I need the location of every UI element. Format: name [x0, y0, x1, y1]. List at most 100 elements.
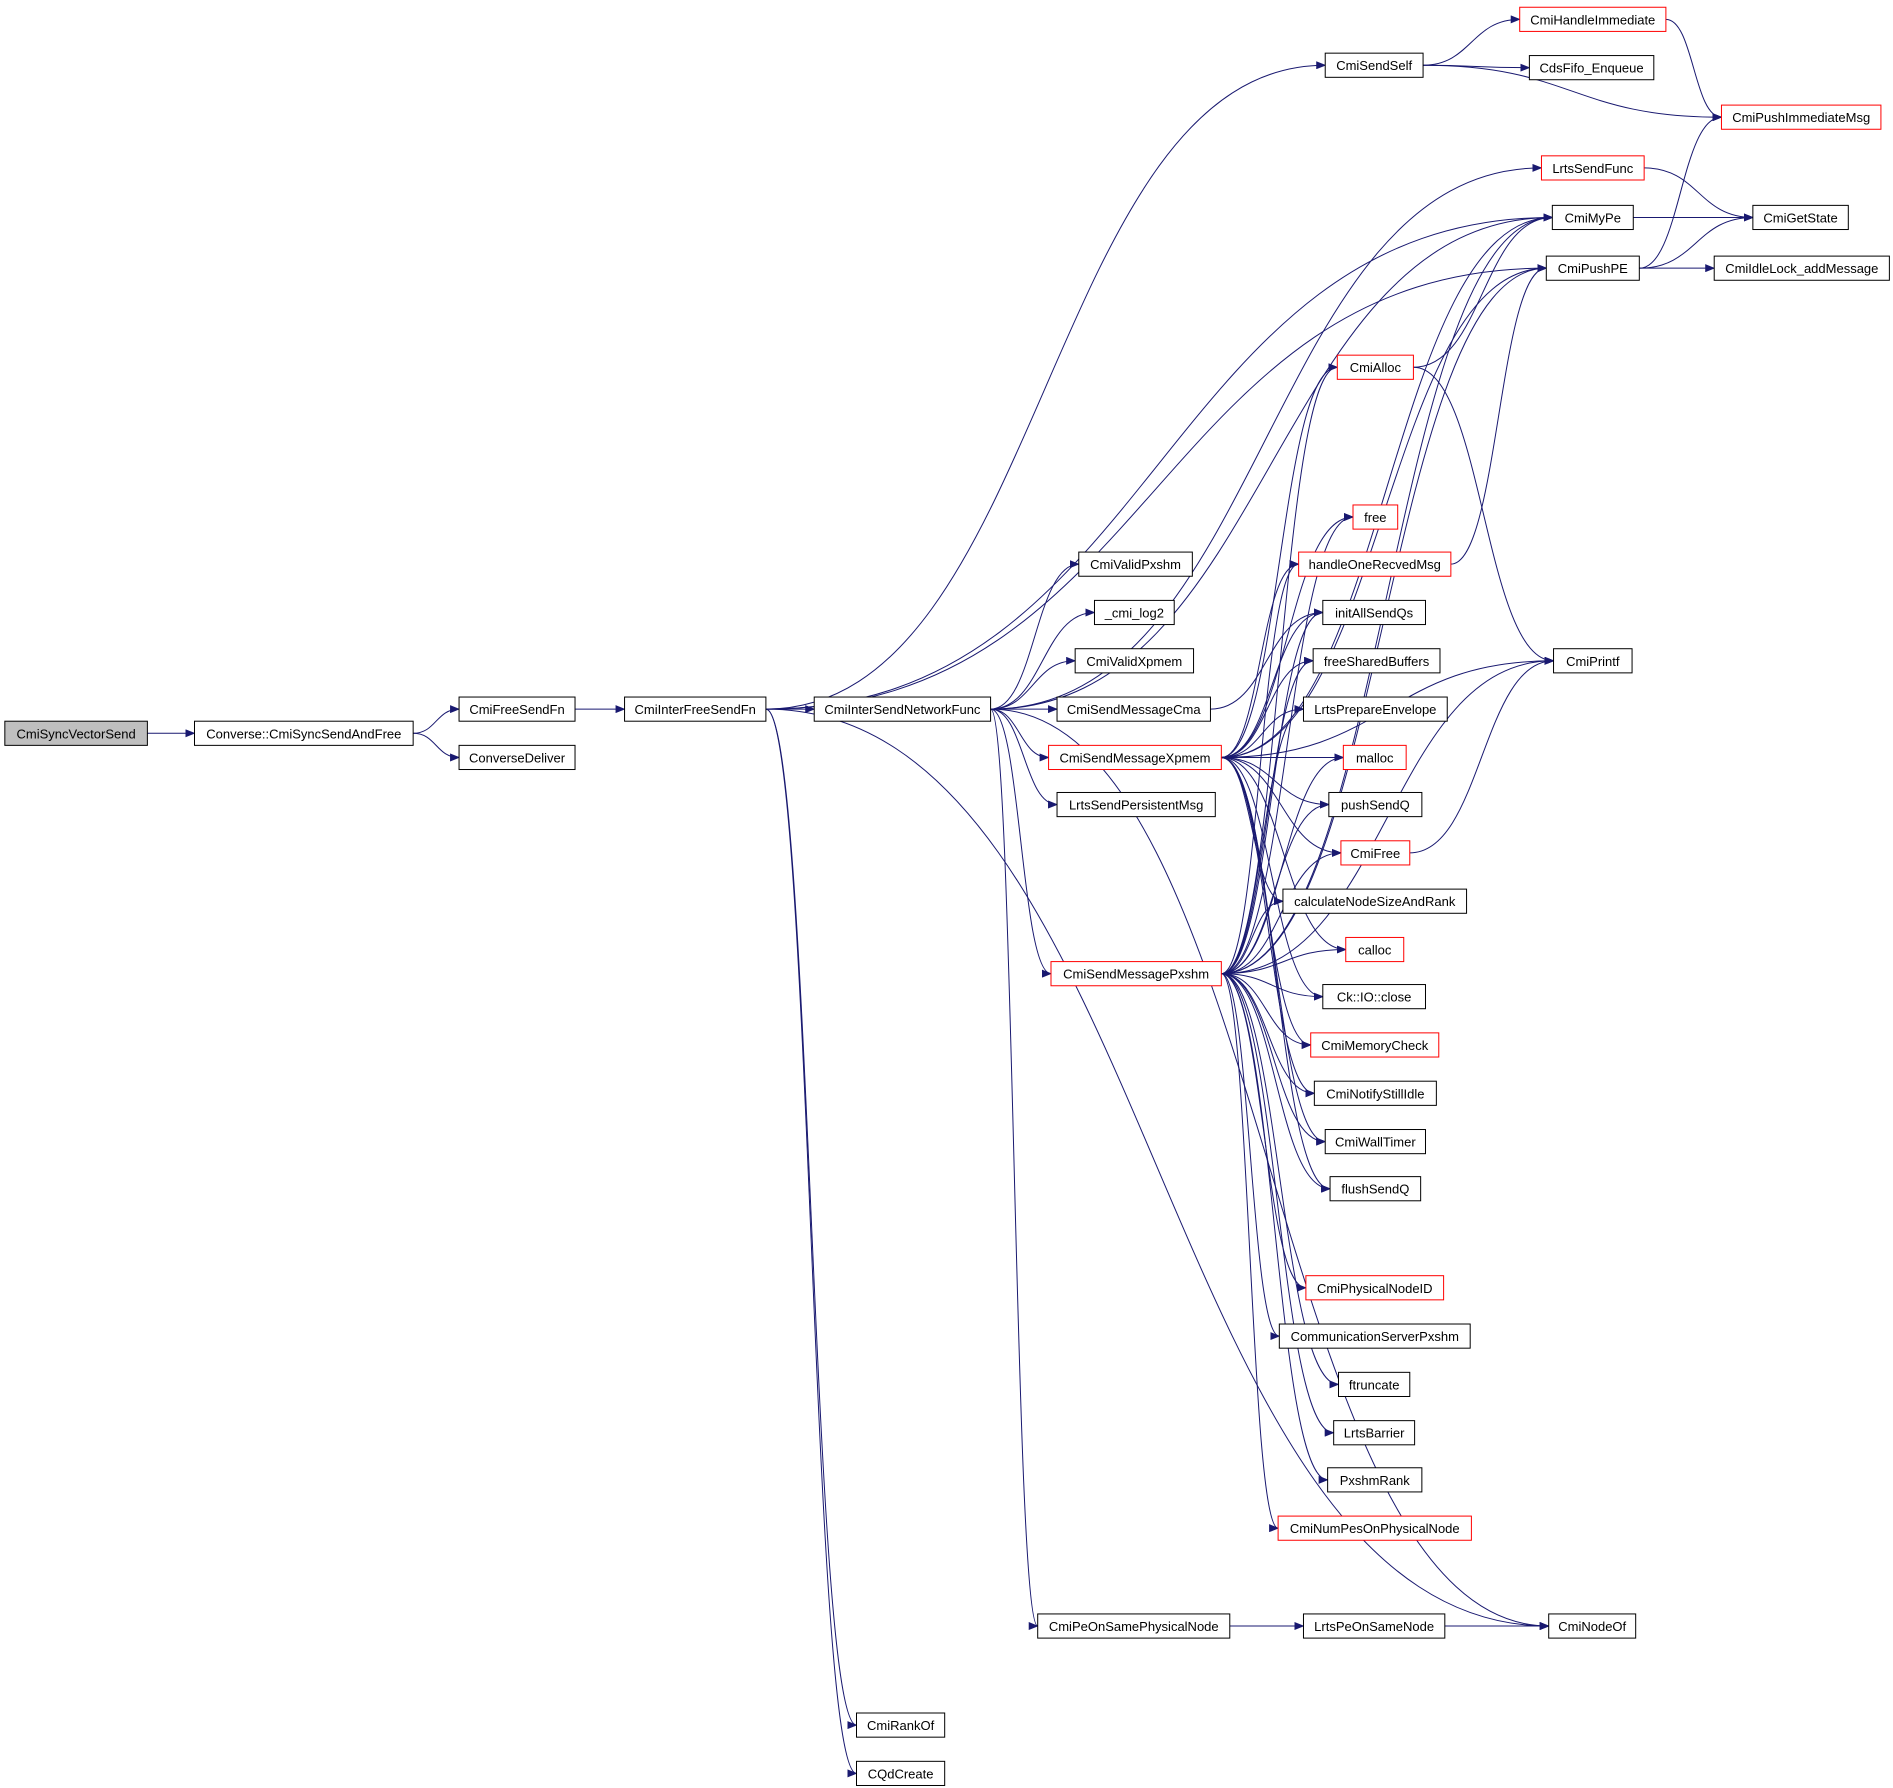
edge	[990, 213, 1554, 710]
edge	[1221, 363, 1339, 975]
node-cmi-memory-check[interactable]: CmiMemoryCheck	[1310, 1032, 1440, 1058]
node-label: CmiAlloc	[1350, 360, 1402, 375]
node-box	[1312, 648, 1441, 674]
edge	[1221, 756, 1330, 809]
node-box	[1340, 840, 1411, 866]
node-cmi-idle-lock[interactable]: CmiIdleLock_addMessage	[1713, 255, 1890, 281]
node-label: CmiGetState	[1763, 210, 1837, 225]
node-cmi-send-message-xpmem[interactable]: CmiSendMessageXpmem	[1048, 744, 1222, 771]
edge	[1221, 756, 1327, 1146]
node-cmi-sync-vector-send[interactable]: CmiSyncVectorSend	[4, 720, 148, 746]
node-box	[1277, 1515, 1472, 1541]
node-label: CmiNotifyStillIdle	[1326, 1086, 1424, 1101]
edge	[765, 61, 1327, 710]
node-cmi-printf[interactable]: CmiPrintf	[1553, 648, 1633, 674]
edge	[1221, 513, 1355, 975]
node-malloc[interactable]: malloc	[1342, 744, 1407, 771]
node-converse-deliver[interactable]: ConverseDeliver	[458, 744, 576, 771]
node-box	[4, 720, 148, 746]
node-cmi-notify-still-idle[interactable]: CmiNotifyStillIdle	[1313, 1080, 1437, 1106]
edge-cmi-inter-send-network-func-to-cmi-send-message-pxshm	[990, 708, 1052, 978]
node-cmi-send-message-pxshm[interactable]: CmiSendMessagePxshm	[1050, 961, 1222, 987]
node-box	[1078, 551, 1193, 577]
node-cmi-log2[interactable]: _cmi_log2	[1093, 599, 1175, 626]
node-cmi-rank-of[interactable]: CmiRankOf	[856, 1712, 946, 1738]
node-label: LrtsPeOnSameNode	[1314, 1619, 1434, 1634]
edge	[1221, 756, 1324, 1001]
node-label: CommunicationServerPxshm	[1291, 1329, 1459, 1344]
node-label: CmiPeOnSamePhysicalNode	[1049, 1619, 1219, 1634]
edge-cmi-send-message-xpmem-to-cmi-alloc	[1221, 363, 1339, 758]
edge-cmi-inter-free-send-fn-to-cqd-create	[765, 708, 858, 1778]
node-cmi-free-send-fn[interactable]: CmiFreeSendFn	[458, 696, 576, 722]
edge-cmi-inter-send-network-func-to-cmi-pe-on-same	[990, 708, 1039, 1630]
node-lrts-prepare-envelope[interactable]: LrtsPrepareEnvelope	[1302, 696, 1448, 722]
node-push-send-q[interactable]: pushSendQ	[1328, 791, 1423, 818]
node-lrts-send-persistent-msg[interactable]: LrtsSendPersistentMsg	[1056, 791, 1216, 818]
edge	[990, 708, 1052, 978]
node-handle-one[interactable]: handleOneRecvedMsg	[1298, 551, 1452, 577]
edge-cmi-send-message-xpmem-to-free-shared-buffers	[1221, 656, 1315, 758]
node-box	[1093, 599, 1175, 626]
edge	[990, 708, 1550, 1630]
node-calc-node[interactable]: calculateNodeSizeAndRank	[1282, 888, 1468, 914]
edge-lrts-send-func-to-cmi-get-state	[1644, 167, 1754, 222]
node-box	[1336, 354, 1414, 380]
node-calloc[interactable]: calloc	[1345, 936, 1405, 963]
node-layer: CmiSyncVectorSend Converse::CmiSyncSendAn…	[4, 6, 1890, 1786]
node-free[interactable]: free	[1352, 504, 1399, 530]
node-cmi-send-self[interactable]: CmiSendSelf	[1324, 52, 1424, 78]
node-cmi-inter-free-send-fn[interactable]: CmiInterFreeSendFn	[624, 696, 767, 722]
node-label: free	[1364, 510, 1386, 525]
edge-cmi-send-message-pxshm-to-cmi-my-pe	[1221, 213, 1554, 975]
node-free-shared-buffers[interactable]: freeSharedBuffers	[1312, 648, 1441, 674]
node-cmi-wall-timer[interactable]: CmiWallTimer	[1324, 1129, 1426, 1155]
node-lrts-send-func[interactable]: LrtsSendFunc	[1540, 155, 1645, 181]
node-cmi-physical-node-id[interactable]: CmiPhysicalNodeID	[1305, 1275, 1445, 1301]
node-cmi-free[interactable]: CmiFree	[1340, 840, 1411, 866]
node-cmi-node-of[interactable]: CmiNodeOf	[1548, 1613, 1637, 1639]
node-cmi-num-pes[interactable]: CmiNumPesOnPhysicalNode	[1277, 1515, 1472, 1541]
node-box	[1056, 696, 1211, 722]
node-cmi-my-pe[interactable]: CmiMyPe	[1551, 204, 1634, 231]
node-cmi-push-pe[interactable]: CmiPushPE	[1545, 255, 1640, 281]
node-lrts-barrier[interactable]: LrtsBarrier	[1333, 1420, 1416, 1446]
edge	[1221, 656, 1315, 758]
node-init-all-send-qs[interactable]: initAllSendQs	[1322, 599, 1426, 626]
node-cmi-send-message-cma[interactable]: CmiSendMessageCma	[1056, 696, 1211, 722]
node-box	[624, 696, 767, 722]
node-ftruncate[interactable]: ftruncate	[1338, 1371, 1411, 1397]
node-box	[1050, 961, 1222, 987]
node-flush-send-q[interactable]: flushSendQ	[1329, 1176, 1422, 1202]
edge-cmi-inter-send-network-func-to-lrts-send-func	[990, 163, 1543, 710]
node-lrts-pe-on-same-node[interactable]: LrtsPeOnSameNode	[1302, 1613, 1446, 1639]
node-cmi-pe-on-same[interactable]: CmiPeOnSamePhysicalNode	[1037, 1613, 1231, 1639]
node-cds-fifo-enqueue[interactable]: CdsFifo_Enqueue	[1528, 55, 1655, 81]
edge-cmi-send-message-xpmem-to-flush-send-q	[1221, 756, 1332, 1193]
edge-cmi-send-message-xpmem-to-calloc	[1221, 756, 1347, 954]
node-pxshm-rank[interactable]: PxshmRank	[1327, 1467, 1423, 1493]
edge-cmi-send-message-xpmem-to-push-send-q	[1221, 756, 1330, 809]
edge-cmi-inter-free-send-fn-to-cmi-send-self	[765, 61, 1327, 710]
node-cmi-valid-pxshm[interactable]: CmiValidPxshm	[1078, 551, 1193, 577]
edge-cmi-send-message-pxshm-to-handle-one	[1221, 560, 1300, 975]
node-cmi-get-state[interactable]: CmiGetState	[1752, 204, 1849, 231]
edge-cmi-send-message-pxshm-to-calloc	[1221, 945, 1347, 975]
node-cqd-create[interactable]: CQdCreate	[856, 1760, 946, 1786]
edge-handle-one-to-cmi-push-pe	[1450, 264, 1548, 565]
node-sync-send-and-free[interactable]: Converse::CmiSyncSendAndFree	[193, 720, 414, 746]
node-cmi-push-immediate-msg[interactable]: CmiPushImmediateMsg	[1720, 104, 1882, 130]
node-box	[1074, 648, 1195, 674]
node-cmi-valid-xpmem[interactable]: CmiValidXpmem	[1074, 648, 1195, 674]
edge-cmi-send-message-xpmem-to-lrts-prepare-envelope	[1221, 705, 1305, 758]
node-cmi-inter-send-network-func[interactable]: CmiInterSendNetworkFunc	[813, 696, 992, 722]
node-ck-ioclose[interactable]: Ck::IO::close	[1322, 984, 1426, 1010]
node-cmi-handle-immediate[interactable]: CmiHandleImmediate	[1519, 6, 1667, 32]
node-comm-server-pxshm[interactable]: CommunicationServerPxshm	[1278, 1323, 1471, 1349]
node-box	[1056, 791, 1216, 818]
edge	[1221, 705, 1305, 758]
edge	[1221, 973, 1281, 1340]
edge-cmi-inter-free-send-fn-to-cmi-node-of	[765, 708, 1550, 1630]
node-cmi-alloc[interactable]: CmiAlloc	[1336, 354, 1414, 380]
